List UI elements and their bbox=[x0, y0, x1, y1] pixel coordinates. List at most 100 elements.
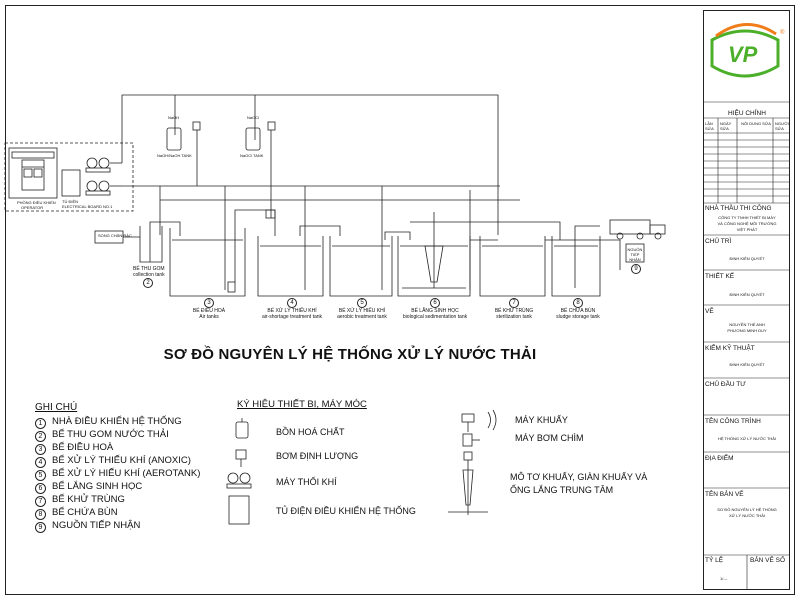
check-value: ĐINH KIÊN QUYẾT bbox=[729, 362, 765, 367]
drawing-frame bbox=[5, 5, 795, 595]
legend-num: 9 bbox=[35, 522, 46, 533]
logo-text: VP bbox=[728, 42, 758, 67]
logo-registered: ® bbox=[780, 30, 785, 36]
legend-text: BỂ ĐIỀU HOÀ bbox=[52, 442, 114, 453]
tank3-vi: BỂ ĐIỀU HOÀ bbox=[192, 308, 226, 314]
tank3-label: 3 BỂ ĐIỀU HOÀ Air tanks bbox=[192, 298, 226, 320]
operator-label: OPERATOR bbox=[21, 205, 44, 210]
tank2-label: BỂ THU GOM collection tank 2 bbox=[133, 266, 165, 288]
legend-text: BỂ CHỨA BÙN bbox=[52, 507, 118, 518]
symbol-mixer bbox=[461, 409, 497, 432]
tag-9: 9 bbox=[631, 264, 641, 274]
tank3-en: Air tanks bbox=[199, 314, 219, 320]
revision-label: HIỆU CHỈNH bbox=[728, 110, 766, 117]
legend-text: BỂ XỬ LÝ THIẾU KHÍ (ANOXIC) bbox=[52, 455, 191, 466]
legend-list: 1 NHÀ ĐIỀU KHIỂN HỆ THỐNG 2 BỂ THU GOM NƯỚ… bbox=[35, 416, 200, 533]
tank2-vi: BỂ THU GOM bbox=[133, 266, 165, 272]
symbol-dosing-pump-label: BƠM ĐỊNH LƯỢNG bbox=[276, 451, 359, 461]
diagram-title: SƠ ĐỒ NGUYÊN LÝ HỆ THỐNG XỬ LÝ NƯỚC THẢI bbox=[163, 346, 537, 363]
control-room-label: PHÒNG ĐIỀU KHIỂN bbox=[17, 200, 56, 205]
design-value: ĐINH KIÊN QUYẾT bbox=[729, 292, 765, 297]
project-value: HỆ THỐNG XỬ LÝ NƯỚC THẢI bbox=[717, 436, 777, 441]
tank2-en: collection tank bbox=[133, 272, 165, 278]
legend-item: 3 BỂ ĐIỀU HOÀ bbox=[35, 442, 200, 455]
symbol-chem-tank bbox=[235, 418, 249, 439]
rev-col-4: NGƯỜI SỬA bbox=[775, 121, 789, 131]
naocl-tag: NaOCl bbox=[247, 115, 260, 120]
symbol-sub-pump-label: MÁY BƠM CHÌM bbox=[515, 433, 584, 443]
symbol-sub-pump bbox=[462, 433, 480, 447]
legend-item: 7 BỂ KHỬ TRÙNG bbox=[35, 494, 200, 507]
receiver-label: NGUỒN TIẾP NHẬN bbox=[627, 247, 643, 262]
scale-value: 1/--- bbox=[720, 576, 728, 581]
legend-num: 3 bbox=[35, 444, 46, 455]
tag-3: 3 bbox=[204, 298, 214, 308]
tank8-vi: BỂ CHỨA BÙN bbox=[560, 308, 596, 314]
legend-text: BỂ KHỬ TRÙNG bbox=[52, 494, 125, 505]
symbol-chem-tank-label: BỒN HOÁ CHẤT bbox=[276, 427, 345, 437]
tank6-label: 6 BỂ LẮNG SINH HỌC biological sedimentat… bbox=[402, 298, 468, 320]
naocl-tank-label: NaOCl TANK bbox=[240, 153, 264, 158]
draw-line-1: NGUYỄN THẾ ANH bbox=[729, 322, 765, 327]
tag-8: 8 bbox=[573, 298, 583, 308]
contractor-line-1: CÔNG TY TNHH THIẾT BỊ MÁY bbox=[718, 215, 776, 220]
contractor-label: NHÀ THẦU THI CÔNG bbox=[705, 205, 772, 212]
tag-6: 6 bbox=[430, 298, 440, 308]
panel-label: TỦ ĐIỆN bbox=[62, 199, 78, 204]
sheet-label: BẢN VẼ SỐ bbox=[750, 557, 786, 564]
title-block bbox=[703, 10, 790, 590]
symbol-dosing-pump bbox=[235, 449, 247, 467]
rev-col-1: LẦN SỬA bbox=[705, 121, 714, 131]
symbol-motor-label-1: MÔ TƠ KHUẤY, GIÀN KHUẤY VÀ bbox=[510, 472, 648, 482]
scale-label: TỶ LỆ bbox=[705, 557, 724, 564]
legend-text: BỂ THU GOM NƯỚC THẢI bbox=[52, 429, 169, 440]
symbol-control-panel bbox=[228, 495, 250, 525]
naoh-tag: NaOH bbox=[168, 115, 180, 120]
contractor-line-2: VÀ CÔNG NGHỆ MÔI TRƯỜNG bbox=[717, 221, 777, 226]
legend-num: 8 bbox=[35, 509, 46, 520]
legend-item: 8 BỂ CHỨA BÙN bbox=[35, 507, 200, 520]
naoh-tank-label: NaOH/NaOH TANK bbox=[157, 153, 192, 158]
chair-value: ĐINH KIÊN QUYẾT bbox=[729, 256, 765, 261]
tank4-vi: BỂ XỬ LÝ THIẾU KHÍ bbox=[267, 308, 317, 314]
truck bbox=[609, 219, 666, 240]
transfer-piping bbox=[149, 209, 621, 282]
symbol-clarifier-motor bbox=[448, 451, 488, 515]
legend-num: 4 bbox=[35, 457, 46, 468]
legend-text: NHÀ ĐIỀU KHIỂN HỆ THỐNG bbox=[52, 416, 182, 427]
legend-num: 7 bbox=[35, 496, 46, 507]
control-panel-box bbox=[61, 169, 81, 197]
design-label: THIẾT KẾ bbox=[705, 273, 735, 280]
legend-num: 5 bbox=[35, 470, 46, 481]
contractor-line-3: VIỆT PHÁT bbox=[736, 227, 758, 232]
legend-text: NGUỒN TIẾP NHẬN bbox=[52, 520, 141, 531]
control-room-building bbox=[4, 142, 134, 212]
chemical-tanks bbox=[166, 121, 276, 219]
location-label: ĐỊA ĐIỂM bbox=[705, 455, 734, 462]
tag-7: 7 bbox=[509, 298, 519, 308]
air-piping bbox=[121, 94, 520, 290]
draw-label: VẼ bbox=[705, 308, 714, 315]
legend-num: 2 bbox=[35, 431, 46, 442]
rev-col-2: NGÀY SỬA bbox=[720, 121, 732, 131]
legend-item: 5 BỂ XỬ LÝ HIẾU KHÍ (AEROTANK) bbox=[35, 468, 200, 481]
legend-num: 1 bbox=[35, 418, 46, 429]
tank5-label: 5 BỂ XỬ LÝ HIẾU KHÍ aerobic treatment ta… bbox=[334, 298, 390, 320]
tank7-en: sterilization tank bbox=[496, 314, 532, 320]
tank4-en: air-shortage treatment tank bbox=[262, 314, 323, 320]
symbol-blower-label: MÁY THỔI KHÍ bbox=[276, 477, 337, 487]
tank7-label: 7 BỂ KHỬ TRÙNG sterilization tank bbox=[484, 298, 544, 320]
tag-2: 2 bbox=[143, 278, 153, 288]
screen-label: SONG CHẮN RÁC bbox=[98, 233, 132, 238]
symbol-control-panel-label: TỦ ĐIỆN ĐIỀU KHIỂN HỆ THỐNG bbox=[276, 506, 416, 516]
symbol-mixer-label: MÁY KHUẤY bbox=[515, 415, 568, 425]
chair-label: CHỦ TRÌ bbox=[705, 238, 732, 245]
symbol-motor-label-2: ỐNG LẮNG TRUNG TÂM bbox=[510, 485, 614, 495]
project-label: TÊN CÔNG TRÌNH bbox=[705, 418, 761, 425]
legend-item: 4 BỂ XỬ LÝ THIẾU KHÍ (ANOXIC) bbox=[35, 455, 200, 468]
tank4-label: 4 BỂ XỬ LÝ THIẾU KHÍ air-shortage treatm… bbox=[262, 298, 322, 320]
legend-text: BỂ XỬ LÝ HIẾU KHÍ (AEROTANK) bbox=[52, 468, 201, 479]
tag-4: 4 bbox=[287, 298, 297, 308]
